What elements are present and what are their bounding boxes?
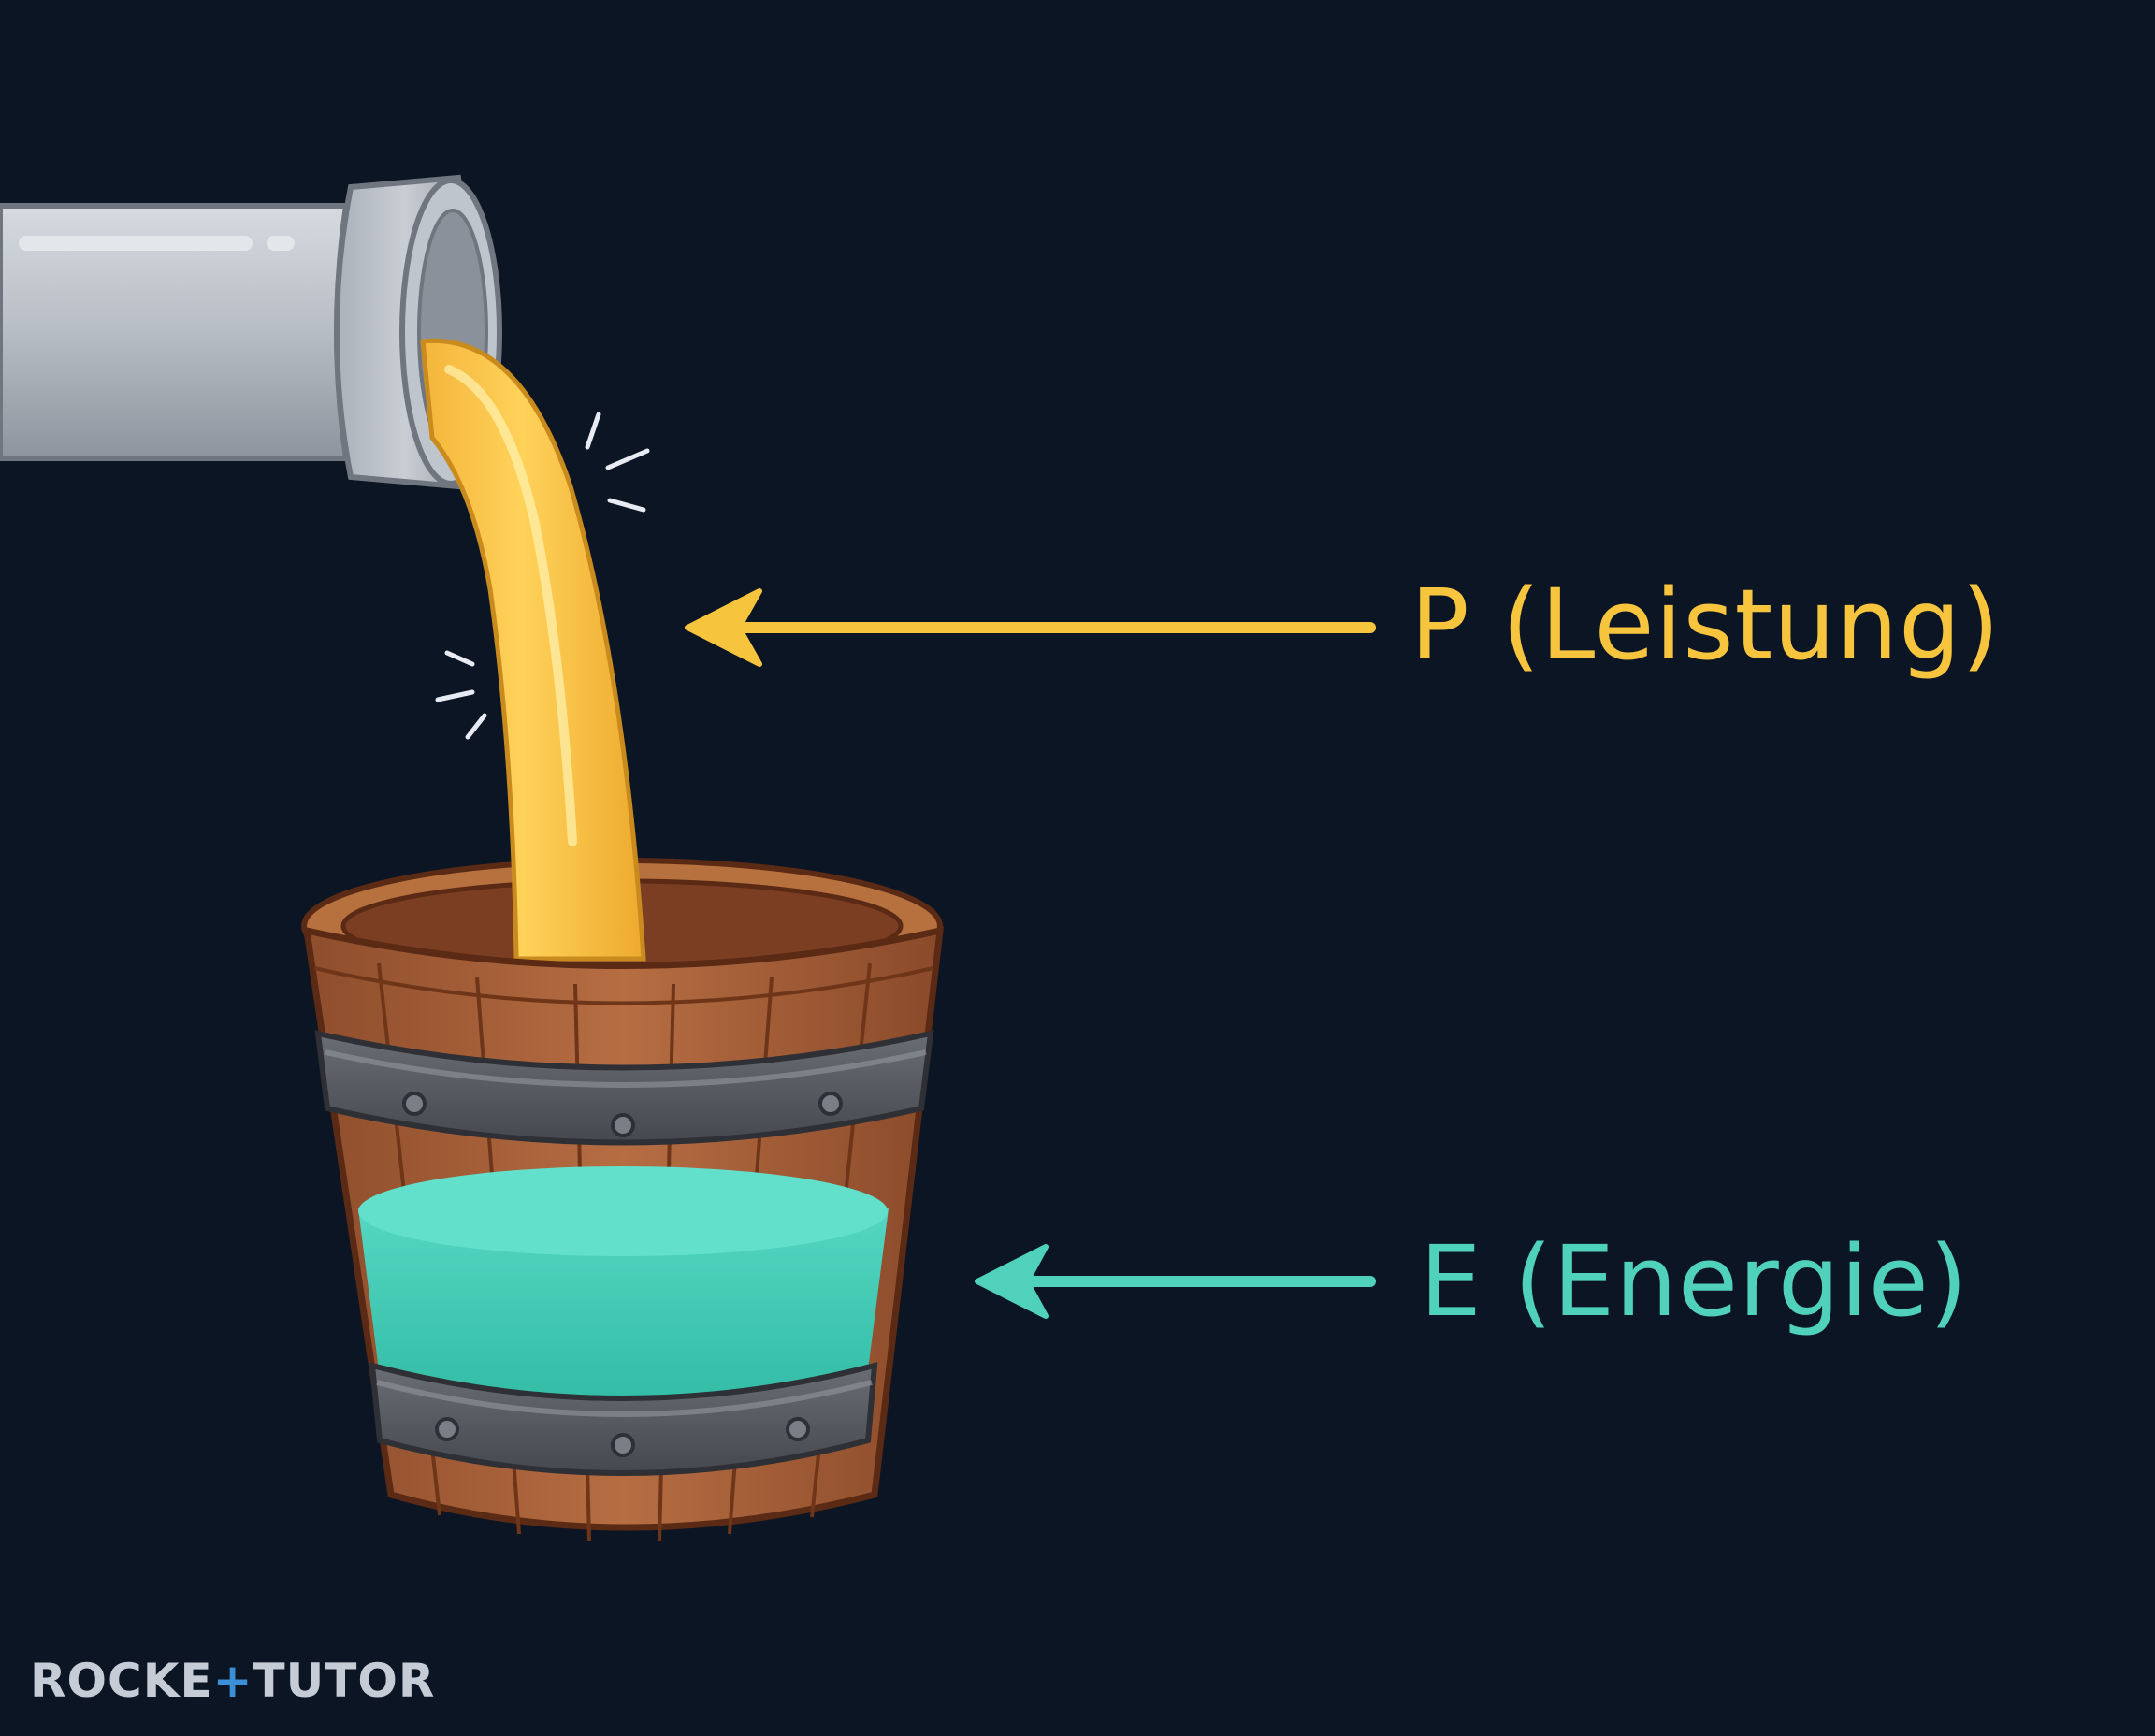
- energy-arrow: [975, 1244, 1376, 1319]
- pouring-stream: [420, 338, 646, 962]
- bucket-band-bottom: [369, 1362, 878, 1476]
- power-label: P (Leistung): [1410, 568, 2001, 682]
- brand-logo: ROCKE+TUTOR: [30, 1657, 435, 1704]
- logo-text-part2: TUTOR: [253, 1654, 436, 1708]
- logo-plus: +: [212, 1654, 253, 1708]
- energy-label: E (Energie): [1420, 1224, 1969, 1338]
- bucket-band-top: [314, 1030, 934, 1146]
- pipe: [0, 174, 502, 490]
- water-energy: [358, 1166, 889, 1401]
- power-arrow: [685, 588, 1376, 667]
- logo-text-part1: ROCKE: [30, 1654, 213, 1708]
- splash-marks: [435, 412, 650, 740]
